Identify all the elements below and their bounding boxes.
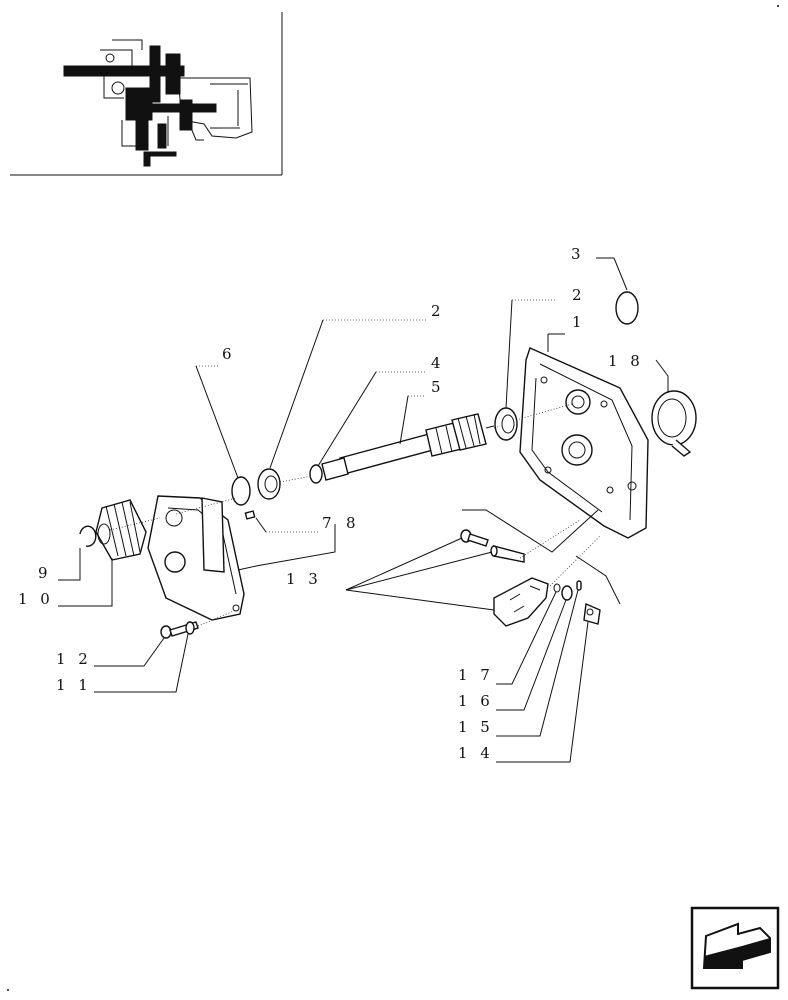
callout-2-left: 2 [431, 302, 445, 320]
part-17-pin [553, 583, 561, 593]
part-7-key [244, 510, 256, 520]
housing-bore-upper [565, 389, 591, 415]
part-10-gear [95, 499, 147, 561]
callout-labels: 3 2 1 1 8 2 4 5 6 7 8 9 1 0 1 2 1 1 1 3 … [18, 245, 644, 762]
leader-lines [58, 257, 669, 763]
part-9-snap-ring [79, 525, 97, 547]
callout-9: 9 [38, 564, 52, 582]
part-16-washer [561, 585, 573, 601]
thumbnail-shaft [63, 65, 185, 77]
part-18-clamp [651, 390, 697, 457]
part-6-circlip [231, 476, 251, 506]
part-14-clip [583, 602, 601, 625]
part-3-o-ring [615, 291, 639, 325]
callout-12: 1 2 [56, 650, 92, 668]
part-11-washer [185, 621, 195, 635]
callout-10: 1 0 [18, 590, 54, 608]
callout-4: 4 [431, 354, 445, 372]
callout-16: 1 6 [458, 692, 494, 710]
part-13-bolts [460, 529, 525, 563]
callout-8: 8 [346, 514, 360, 532]
part-13-lever [493, 577, 549, 627]
callout-7: 7 [322, 514, 336, 532]
housing-bore-lower [561, 434, 593, 466]
callout-15: 1 5 [458, 718, 494, 736]
callout-11: 1 1 [56, 676, 92, 694]
callout-1: 1 [572, 313, 586, 331]
callout-6: 6 [222, 345, 236, 363]
callout-3: 3 [571, 245, 585, 263]
back-arrow-icon[interactable] [690, 906, 780, 990]
part-15-spring-pin [576, 580, 582, 591]
callout-2-right: 2 [572, 286, 586, 304]
part-5-shaft [321, 413, 495, 481]
assembly-locator-thumbnail [10, 12, 283, 176]
callout-5: 5 [431, 378, 445, 396]
callout-18: 1 8 [608, 352, 644, 370]
callout-13: 1 3 [286, 570, 322, 588]
part-8-cover [147, 495, 245, 621]
part-4-spacer [309, 464, 323, 484]
part-1-housing [519, 347, 649, 539]
cover-bore [164, 551, 186, 573]
part-2-bearing-left [257, 468, 281, 500]
callout-14: 1 4 [458, 744, 494, 762]
part-2-bearing-right [494, 407, 518, 441]
callout-17: 1 7 [458, 666, 494, 684]
